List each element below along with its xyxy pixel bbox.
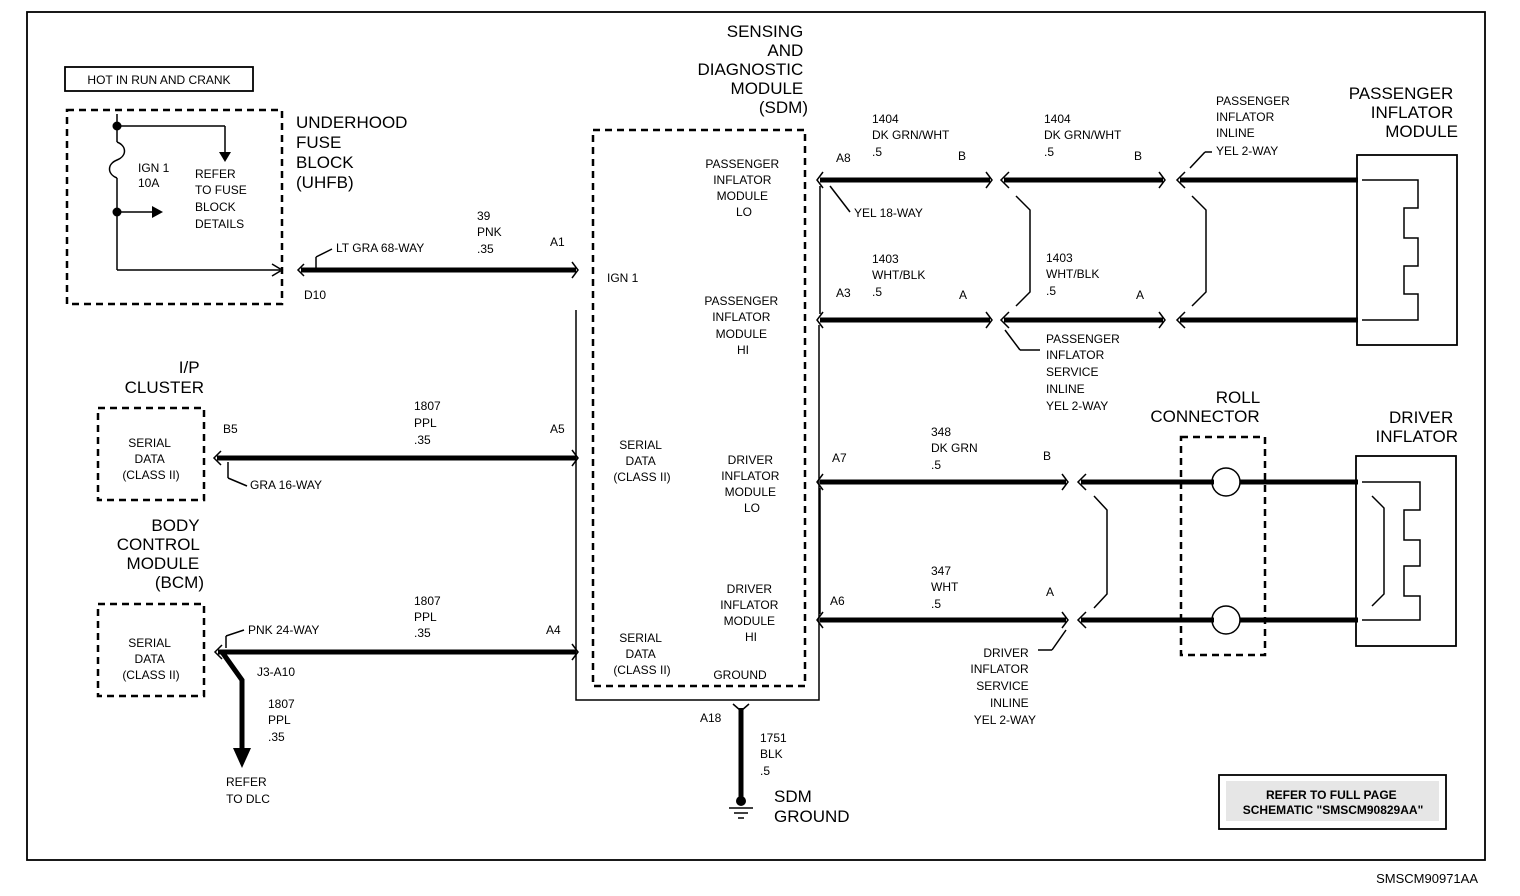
pin-a1: A1 [550, 235, 565, 249]
yel18-label: YEL 18-WAY [854, 206, 923, 220]
wire-1404-a-label: 1404 DK GRN/WHT .5 [872, 112, 952, 159]
wire-347-label: 347 WHT .5 [931, 564, 961, 611]
uhfb-refer-label: REFER TO FUSE BLOCK DETAILS [195, 167, 250, 231]
fuse-symbol [108, 141, 126, 179]
sdm-drv-hi: DRIVER INFLATOR MODULE HI [720, 582, 782, 644]
d10-label: D10 [304, 288, 326, 302]
driver-service-label: DRIVER INFLATOR SERVICE INLINE YEL 2-WAY [970, 646, 1036, 727]
sdm-ground-title: SDM GROUND [774, 787, 850, 826]
roll-connector-box [1179, 435, 1267, 657]
pin-a-3: A [1046, 585, 1054, 599]
wire-dlc-label: 1807 PPL .35 [268, 697, 298, 744]
wire-bcm-data-label: 1807 PPL .35 [414, 594, 444, 640]
ip-cluster-box [96, 406, 206, 502]
sdm-pass-lo: PASSENGER INFLATOR MODULE LO [705, 157, 782, 219]
refer-full-box [1218, 774, 1447, 830]
arrow-down-icon [219, 152, 231, 162]
driver-inflator-box [1355, 455, 1457, 647]
sdm-title: SENSING AND DIAGNOSTIC MODULE (SDM) [697, 22, 808, 117]
pin-a8: A8 [836, 151, 851, 165]
figure-id: SMSCM90971AA [1376, 871, 1478, 886]
passenger-service-label: PASSENGER INFLATOR SERVICE INLINE YEL 2-… [1046, 332, 1123, 413]
passenger-module-box [1356, 154, 1458, 346]
bcm-box-label: SERIAL DATA (CLASS II) [122, 636, 179, 682]
hot-label: HOT IN RUN AND CRANK [87, 73, 230, 87]
lt-gra-label: LT GRA 68-WAY [336, 241, 424, 255]
uhfb-fuse-label: IGN 1 10A [138, 161, 173, 190]
ground-dot-icon [736, 796, 746, 806]
driver-inflator-title: DRIVER INFLATOR [1376, 408, 1459, 446]
wire-dlc [219, 650, 245, 752]
clockspring-coil-icon-top [1211, 467, 1241, 497]
pnk24-label: PNK 24-WAY [248, 623, 319, 637]
passenger-inline-label: PASSENGER INFLATOR INLINE YEL 2-WAY [1216, 94, 1293, 158]
driver-hi-circuit [816, 611, 1358, 629]
sdm-serial-data-2: SERIAL DATA (CLASS II) [613, 631, 670, 677]
uhfb-fuse-circuit [108, 114, 284, 277]
driver-lo-circuit [816, 473, 1358, 491]
pin-a5: A5 [550, 422, 565, 436]
shorting-bar-driver-service [1093, 495, 1108, 609]
d10-connector-icon [296, 263, 305, 277]
wire-ign-label: 39 PNK .35 [477, 209, 505, 256]
pin-a3: A3 [836, 286, 851, 300]
wire-1404-b-label: 1404 DK GRN/WHT .5 [1044, 112, 1124, 159]
connector-arrow-icon [271, 263, 284, 277]
pin-a18: A18 [700, 711, 722, 725]
clockspring-coil-icon-bottom [1211, 605, 1241, 635]
gra16-label: GRA 16-WAY [250, 478, 322, 492]
arrow-right-icon [152, 206, 163, 218]
pin-b5: B5 [223, 422, 238, 436]
pin-b-3: B [1043, 449, 1051, 463]
pin-a4: A4 [546, 623, 561, 637]
pin-a7: A7 [832, 451, 847, 465]
passenger-lo-circuit [816, 171, 1358, 189]
pin-b-2: B [1134, 149, 1142, 163]
bcm-box [96, 602, 206, 698]
roll-connector-title: ROLL CONNECTOR [1150, 388, 1264, 426]
wire-1751-label: 1751 BLK .5 [760, 731, 790, 778]
bcm-title: BODY CONTROL MODULE (BCM) [117, 516, 204, 592]
shorting-bar-driver-inflator [1371, 495, 1385, 607]
sdm-pass-hi: PASSENGER INFLATOR MODULE HI [704, 294, 781, 357]
arrow-down-dlc-icon [233, 748, 251, 768]
sdm-ign1-label: IGN 1 [607, 271, 639, 285]
refer-full-label: REFER TO FULL PAGE SCHEMATIC "SMSCM90829… [1243, 788, 1424, 817]
uhfb-box [65, 108, 284, 306]
a1-connector-icon [571, 261, 579, 279]
wire-348-label: 348 DK GRN .5 [931, 425, 981, 472]
wire-1403-b-label: 1403 WHT/BLK .5 [1046, 251, 1103, 298]
shorting-bar-passenger-service [1015, 195, 1031, 307]
sdm-serial-data-1: SERIAL DATA (CLASS II) [613, 438, 670, 484]
ip-cluster-title: I/P CLUSTER [125, 358, 204, 397]
sdm-housing [575, 310, 820, 701]
splice-j3-a10: J3-A10 [257, 665, 295, 679]
wire-ip-data-label: 1807 PPL .35 [414, 399, 444, 447]
wire-1403-a-label: 1403 WHT/BLK .5 [872, 252, 929, 299]
sdm-ground-label: GROUND [713, 668, 767, 682]
ground-symbol-icon [729, 807, 753, 819]
passenger-module-title: PASSENGER INFLATOR MODULE [1349, 84, 1458, 141]
pin-b-1: B [958, 149, 966, 163]
hot-label-box [64, 66, 254, 92]
shorting-bar-passenger-inline [1191, 195, 1207, 307]
driver-squib-icon [1362, 481, 1421, 621]
pin-a-2: A [1136, 288, 1144, 302]
pin-a6: A6 [830, 594, 845, 608]
refer-dlc-label: REFER TO DLC [226, 775, 270, 806]
pin-a-1: A [959, 288, 967, 302]
ip-cluster-box-label: SERIAL DATA (CLASS II) [122, 436, 179, 482]
diagram-frame [26, 11, 1486, 861]
uhfb-title: UNDERHOOD FUSE BLOCK (UHFB) [296, 113, 412, 192]
passenger-hi-circuit [816, 311, 1358, 329]
sdm-drv-lo: DRIVER INFLATOR MODULE LO [721, 453, 783, 515]
passenger-squib-icon [1362, 179, 1419, 321]
